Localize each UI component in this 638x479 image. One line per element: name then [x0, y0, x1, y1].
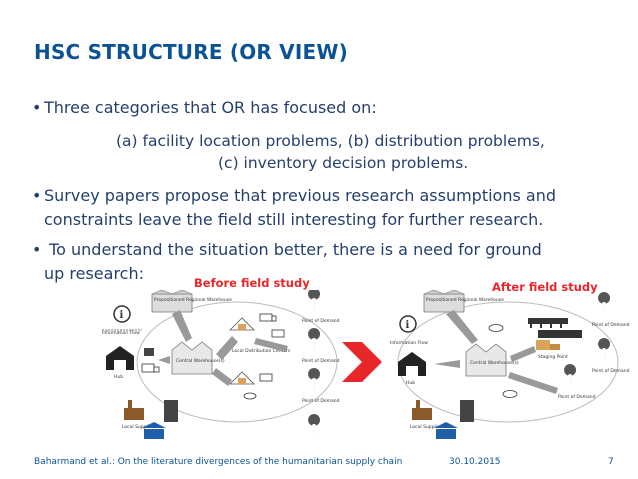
- truck-icon: [271, 329, 285, 338]
- supplier-label: Local Supplier: [410, 424, 442, 430]
- pod-label: Point of Demand: [302, 398, 340, 404]
- sub-line-2: (c) inventory decision problems.: [218, 154, 469, 172]
- prepositioned-warehouse-icon: [151, 290, 193, 313]
- bullet-3-cont: up research:: [44, 264, 144, 283]
- pod-label: Point of Demand: [302, 358, 340, 364]
- information-flow-label: Information Flow: [390, 340, 428, 346]
- footer-date: 30.10.2015: [449, 457, 501, 467]
- point-of-demand-icon: [308, 368, 321, 394]
- local-supplier-icon: [412, 400, 432, 420]
- helicopter-icon: [243, 392, 257, 400]
- pod-label: Point of Demand: [302, 318, 340, 324]
- truck-icon: [141, 363, 160, 373]
- hub-label: Hub: [114, 374, 123, 380]
- local-supplier-icon: [124, 400, 144, 420]
- info-icon: [113, 305, 131, 323]
- hub-label: Hub: [406, 380, 415, 386]
- ldc-tent-icon: [229, 371, 255, 385]
- building-icon: [164, 400, 178, 422]
- point-of-demand-icon: [598, 338, 611, 364]
- people-carrying-icon: [538, 330, 582, 338]
- ldc-tent-icon: [229, 317, 255, 331]
- staging-point-icon: [536, 340, 560, 350]
- bullet-2-cont: constraints leave the field still intere…: [44, 210, 544, 229]
- svg-text:i: i: [120, 310, 124, 321]
- donkey-caravan-icon: [528, 318, 568, 328]
- helicopter-icon: [502, 390, 518, 398]
- after-diagram: Prepositioned Regional Warehouse i Infor…: [390, 290, 630, 439]
- info-icon: [399, 315, 417, 333]
- central-warehouse-icon: [171, 341, 213, 375]
- before-diagram: Prepositioned Regional Warehouse i Infor…: [102, 290, 340, 440]
- point-of-demand-icon: [598, 292, 611, 318]
- point-of-demand-icon: [308, 290, 321, 314]
- slide-title: HSC STRUCTURE (OR VIEW): [34, 40, 348, 64]
- before-field-study-label: Before field study: [194, 276, 310, 290]
- bank-icon: [434, 422, 458, 439]
- after-field-study-label: After field study: [492, 280, 598, 294]
- footer-page-number: 7: [608, 457, 614, 467]
- prepositioned-label: Prepositioned Regional Warehouse: [426, 297, 504, 303]
- helicopter-icon: [488, 324, 504, 332]
- point-of-demand-icon: [308, 414, 321, 440]
- bullet-dot: •: [32, 240, 42, 259]
- bullet-dot: •: [32, 98, 42, 117]
- bullet-3: • To understand the situation better, th…: [32, 238, 542, 262]
- central-warehouse-label: Central Warehouse(s): [470, 360, 519, 366]
- truck-icon: [259, 373, 273, 382]
- building-icon: [460, 400, 474, 422]
- transition-arrow-icon: [342, 342, 382, 382]
- hub-icon: [106, 346, 134, 370]
- pod-label: Point of Demand: [592, 322, 630, 328]
- hub-icon: [398, 352, 426, 376]
- bullet-1: •Three categories that OR has focused on…: [32, 96, 377, 120]
- forklift-icon: [144, 348, 154, 356]
- sub-line-1: (a) facility location problems, (b) dist…: [116, 132, 545, 150]
- bank-icon: [142, 422, 166, 439]
- ldc-label: Local Distribution Centers: [232, 348, 291, 354]
- supplier-label: Local Supplier: [122, 424, 154, 430]
- prepositioned-label: Prepositioned Regional Warehouse: [154, 297, 232, 303]
- pod-label: Point of Demand: [558, 394, 596, 400]
- svg-text:i: i: [406, 320, 410, 331]
- pod-label: Point of Demand: [592, 368, 630, 374]
- information-flow-label: Information Flow: [102, 330, 140, 336]
- central-warehouse-icon: [465, 343, 507, 377]
- point-of-demand-icon: [564, 364, 577, 390]
- bullet-2: •Survey papers propose that previous res…: [32, 184, 556, 208]
- bullet-dot: •: [32, 186, 42, 205]
- central-warehouse-label: Central Warehouse(s): [176, 358, 225, 364]
- prepositioned-warehouse-icon: [423, 290, 465, 313]
- staging-label: Staging Point: [538, 354, 568, 360]
- point-of-demand-icon: [308, 328, 321, 354]
- footer-citation: Baharmand et al.: On the literature dive…: [34, 457, 403, 467]
- truck-icon: [259, 313, 277, 322]
